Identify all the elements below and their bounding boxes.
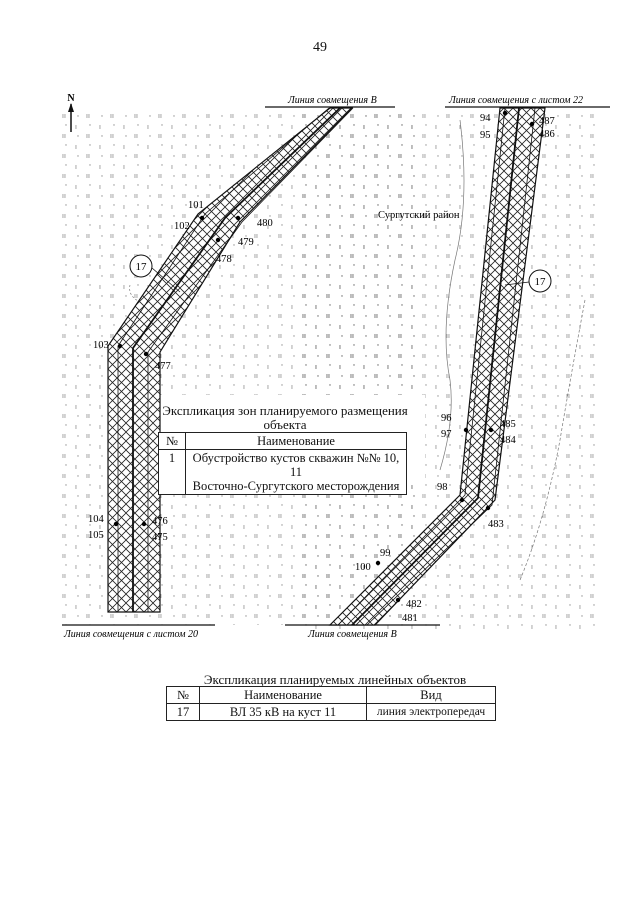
svg-text:96: 96 [441,413,452,424]
combination-line-top-left: Линия совмещения В [265,95,395,108]
svg-text:481: 481 [402,613,418,624]
stream-line [439,119,465,471]
table-header-row: № Наименование Вид [166,686,496,704]
svg-text:477: 477 [155,361,171,372]
svg-text:478: 478 [216,254,232,265]
road-line [519,299,586,581]
svg-text:95: 95 [480,130,491,141]
header-no: № [158,432,186,450]
zones-table-wrap: № Наименование 1 Обустройство кустов скв… [158,432,407,495]
svg-text:99: 99 [380,548,391,559]
linear-table-wrap: № Наименование Вид 17 ВЛ 35 кВ на куст 1… [166,686,496,721]
svg-text:480: 480 [257,218,273,229]
row-name-line1: Обустройство кустов скважин №№ 10, 11 [192,451,400,479]
svg-text:102: 102 [174,221,190,232]
header-name: Наименование [199,686,367,704]
svg-text:98: 98 [437,482,448,493]
svg-text:104: 104 [88,514,105,525]
svg-text:482: 482 [406,599,422,610]
svg-text:479: 479 [238,237,254,248]
table-row: 1 Обустройство кустов скважин №№ 10, 11 … [158,449,407,495]
corridor-left [107,107,354,613]
header-name: Наименование [185,432,407,450]
zones-table: № Наименование 1 Обустройство кустов скв… [158,432,407,495]
svg-text:476: 476 [152,516,168,527]
linear-table-caption: Экспликация планируемых линейных объекто… [203,672,467,687]
header-no: № [166,686,200,704]
region-label: Сургутский район [378,210,460,221]
row-name-line2: Восточно-Сургутского месторождения [192,479,400,493]
svg-text:485: 485 [500,419,516,430]
linear-table: № Наименование Вид 17 ВЛ 35 кВ на куст 1… [166,686,496,721]
row-type: линия электропередач [366,703,496,721]
object-marker-right: 17 [504,269,552,293]
object-marker-left: 17 [129,254,181,293]
turning-points: 101 102 480 479 478 103 477 104 105 476 … [88,110,555,624]
svg-text:486: 486 [539,129,555,140]
svg-text:97: 97 [441,429,452,440]
svg-text:17: 17 [136,261,148,273]
svg-text:17: 17 [535,276,547,288]
combination-line-top-right: Линия совмещения с листом 22 [445,95,610,108]
row-no: 1 [158,449,186,495]
corridor-right [328,107,546,626]
svg-text:475: 475 [152,532,168,543]
zones-caption-line2: объекта [263,417,307,432]
svg-text:105: 105 [88,530,104,541]
table-row: 17 ВЛ 35 кВ на куст 11 линия электропере… [166,703,496,721]
svg-text:Линия совмещения с листом 20: Линия совмещения с листом 20 [63,629,198,640]
svg-text:101: 101 [188,200,204,211]
terrain-right [300,110,600,630]
svg-text:484: 484 [500,435,517,446]
zones-table-caption: Экспликация зон планируемого размещения … [150,404,420,432]
svg-text:100: 100 [355,562,371,573]
svg-text:Линия совмещения В: Линия совмещения В [307,629,397,640]
table-header-row: № Наименование [158,432,407,450]
zones-caption-line1: Экспликация зон планируемого размещения [162,403,408,418]
svg-text:487: 487 [539,116,555,127]
row-no: 17 [166,703,200,721]
north-arrow-icon: N [67,93,75,132]
row-name: ВЛ 35 кВ на куст 11 [199,703,367,721]
combination-line-bottom-left: Линия совмещения с листом 20 [62,624,215,640]
svg-text:Линия совмещения с листом 22: Линия совмещения с листом 22 [448,95,583,106]
svg-text:103: 103 [93,340,109,351]
row-name: Обустройство кустов скважин №№ 10, 11 Во… [185,449,407,495]
svg-text:N: N [67,93,75,104]
svg-text:483: 483 [488,519,504,530]
svg-text:94: 94 [480,113,491,124]
page-number: 49 [313,40,327,55]
header-type: Вид [366,686,496,704]
svg-text:Линия совмещения В: Линия совмещения В [287,95,377,106]
